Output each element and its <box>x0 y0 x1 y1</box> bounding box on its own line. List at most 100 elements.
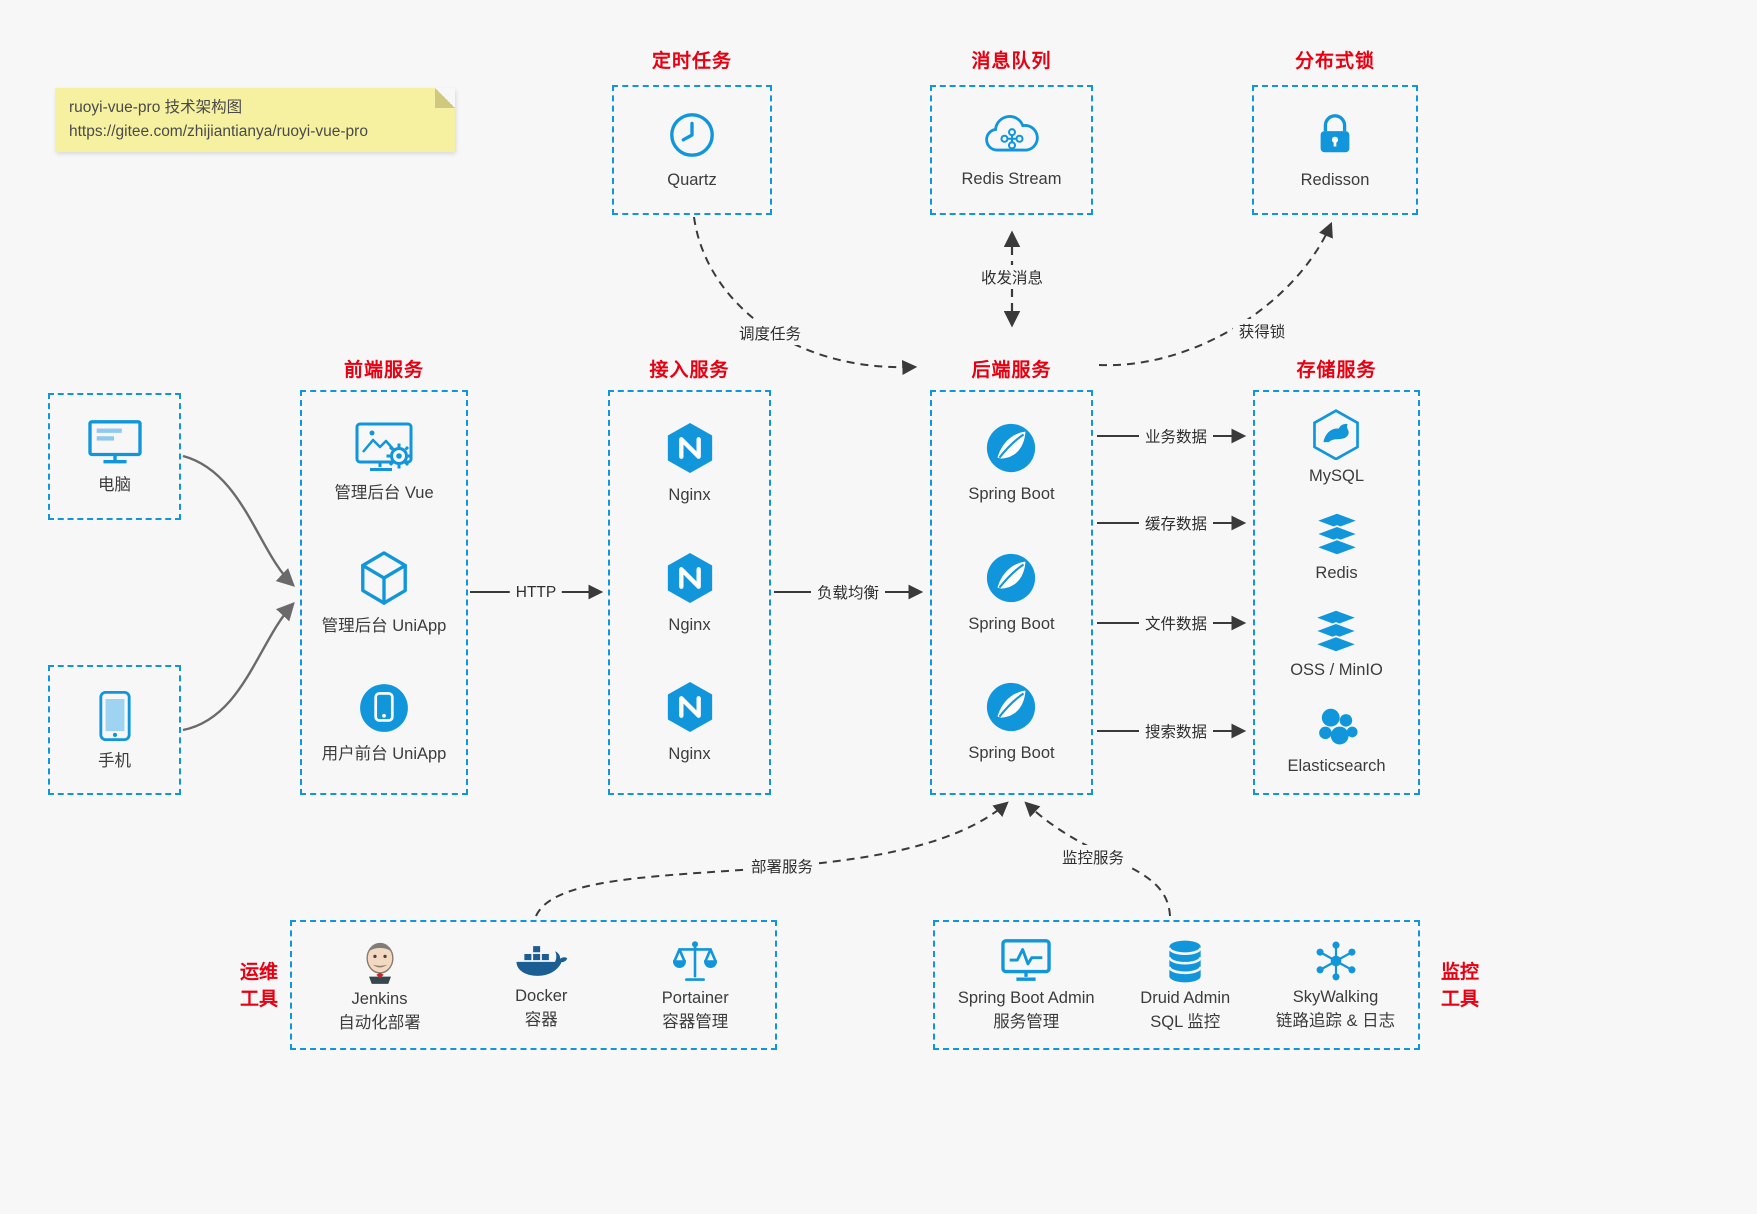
nginx-node: Nginx <box>664 550 716 636</box>
spring-icon <box>984 551 1038 605</box>
edge-desktop-to-frontend <box>182 454 295 587</box>
docker-sublabel: 容器 <box>524 1011 558 1029</box>
frontend-admin-uniapp-label: 管理后台 UniApp <box>321 616 447 635</box>
portainer-label: Portainer <box>661 988 729 1007</box>
quartz-label: Quartz <box>667 170 717 189</box>
monitor-tools-label: 监控 工具 <box>1440 962 1479 1010</box>
frontend-admin-uniapp-node: 管理后台 UniApp <box>321 549 447 637</box>
ops-tools-box: Jenkins 自动化部署 Docker 容器 <box>290 920 777 1050</box>
edge-label-monitor: 监控服务 <box>1055 845 1131 869</box>
desktop-icon <box>86 417 144 467</box>
redis-node: Redis <box>1312 511 1362 584</box>
group-title-distributed-lock: 分布式锁 <box>1294 51 1375 72</box>
mobile-label: 手机 <box>98 751 131 770</box>
spring-boot-label: Spring Boot <box>968 744 1055 763</box>
nginx-icon <box>664 420 716 476</box>
oss-minio-label: OSS / MinIO <box>1290 661 1383 680</box>
storage-stack-icon <box>1311 608 1361 654</box>
jenkins-sublabel: 自动化部署 <box>338 1014 421 1032</box>
elasticsearch-icon <box>1312 705 1362 750</box>
druid-label: Druid Admin <box>1140 988 1231 1007</box>
column-title-frontend: 前端服务 <box>343 360 424 381</box>
oss-minio-node: OSS / MinIO <box>1290 608 1383 681</box>
quartz-box: Quartz <box>612 85 772 215</box>
note-url: https://gitee.com/zhijiantianya/ruoyi-vu… <box>69 123 368 141</box>
spring-boot-admin-icon <box>999 937 1053 985</box>
note-title: ruoyi-vue-pro 技术架构图 <box>69 99 243 116</box>
druid-node: Druid Admin SQL 监控 <box>1140 938 1230 1032</box>
desktop-label: 电脑 <box>98 476 131 495</box>
column-title-backend: 后端服务 <box>971 360 1052 381</box>
edge-label-lock: 获得锁 <box>1232 319 1292 343</box>
mobile-icon <box>98 689 132 743</box>
sticky-note: ruoyi-vue-pro 技术架构图 https://gitee.com/zh… <box>55 88 455 152</box>
spring-boot-admin-sublabel: 服务管理 <box>993 1013 1060 1031</box>
ops-tools-label: 运维 工具 <box>239 962 278 1010</box>
skywalking-icon <box>1313 938 1359 984</box>
clock-icon <box>667 110 717 160</box>
spring-boot-node: Spring Boot <box>968 680 1055 764</box>
redis-stream-label: Redis Stream <box>961 169 1062 188</box>
redisson-label: Redisson <box>1300 170 1370 189</box>
nginx-icon <box>664 679 716 735</box>
client-desktop-box: 电脑 <box>48 393 181 520</box>
redis-label: Redis <box>1315 564 1358 583</box>
spring-boot-node: Spring Boot <box>968 421 1055 505</box>
skywalking-label: SkyWalking <box>1292 988 1379 1007</box>
edge-acquire-lock <box>1098 221 1333 367</box>
portainer-node: Portainer 容器管理 <box>662 938 729 1032</box>
nginx-label: Nginx <box>668 745 711 764</box>
skywalking-node: SkyWalking 链路追踪 & 日志 <box>1276 938 1395 1031</box>
spring-boot-node: Spring Boot <box>968 551 1055 635</box>
user-app-icon <box>357 681 411 735</box>
edge-label-http: HTTP <box>509 583 563 603</box>
jenkins-node: Jenkins 自动化部署 <box>338 936 421 1033</box>
portainer-icon <box>670 938 720 985</box>
frontend-user-uniapp-label: 用户前台 UniApp <box>321 745 447 763</box>
edge-label-message: 收发消息 <box>974 265 1050 289</box>
note-fold-corner <box>435 88 455 108</box>
nginx-label: Nginx <box>668 486 711 505</box>
frontend-column-box: 管理后台 Vue 管理后台 UniApp <box>300 390 468 795</box>
group-title-message-queue: 消息队列 <box>971 51 1052 72</box>
jenkins-label: Jenkins <box>351 990 408 1009</box>
mysql-icon <box>1310 408 1362 461</box>
nginx-label: Nginx <box>668 615 711 634</box>
edge-label-load-balance: 负载均衡 <box>810 580 886 604</box>
edge-label-deploy: 部署服务 <box>744 854 820 878</box>
column-title-storage: 存储服务 <box>1296 360 1377 381</box>
monitor-tools-box: Spring Boot Admin 服务管理 Druid Admin SQL 监… <box>933 920 1420 1050</box>
gear-part <box>386 443 412 469</box>
lock-icon <box>1312 110 1358 160</box>
skywalking-sublabel: 链路追踪 & 日志 <box>1275 1012 1396 1030</box>
admin-vue-icon <box>354 420 414 474</box>
spring-boot-label: Spring Boot <box>968 485 1055 504</box>
docker-label: Docker <box>515 987 568 1006</box>
nginx-node: Nginx <box>664 679 716 765</box>
edge-label-cache: 缓存数据 <box>1138 511 1214 535</box>
backend-column-box: Spring Boot Spring Boot Spring Boot <box>930 390 1093 795</box>
spring-icon <box>984 421 1038 475</box>
edge-mobile-to-frontend <box>182 602 295 732</box>
uniapp-cube-icon <box>357 549 411 607</box>
druid-icon <box>1164 938 1206 985</box>
cloud-network-icon <box>981 111 1043 159</box>
jenkins-icon <box>358 936 402 986</box>
gateway-column-box: Nginx Nginx Nginx <box>608 390 771 795</box>
portainer-sublabel: 容器管理 <box>662 1012 729 1031</box>
redisson-box: Redisson <box>1252 85 1418 215</box>
spring-boot-admin-node: Spring Boot Admin 服务管理 <box>958 937 1095 1032</box>
spring-icon <box>984 680 1038 734</box>
elasticsearch-label: Elasticsearch <box>1287 757 1386 776</box>
spring-boot-label: Spring Boot <box>968 614 1055 633</box>
edge-label-file: 文件数据 <box>1138 611 1214 635</box>
edge-label-business: 业务数据 <box>1138 424 1214 448</box>
druid-sublabel: SQL 监控 <box>1150 1012 1221 1031</box>
edge-label-search: 搜索数据 <box>1138 719 1214 743</box>
frontend-admin-vue-node: 管理后台 Vue <box>334 420 434 504</box>
elasticsearch-node: Elasticsearch <box>1287 705 1386 777</box>
spring-boot-admin-label: Spring Boot Admin <box>957 989 1095 1008</box>
mysql-node: MySQL <box>1309 408 1364 487</box>
nginx-icon <box>664 550 716 606</box>
